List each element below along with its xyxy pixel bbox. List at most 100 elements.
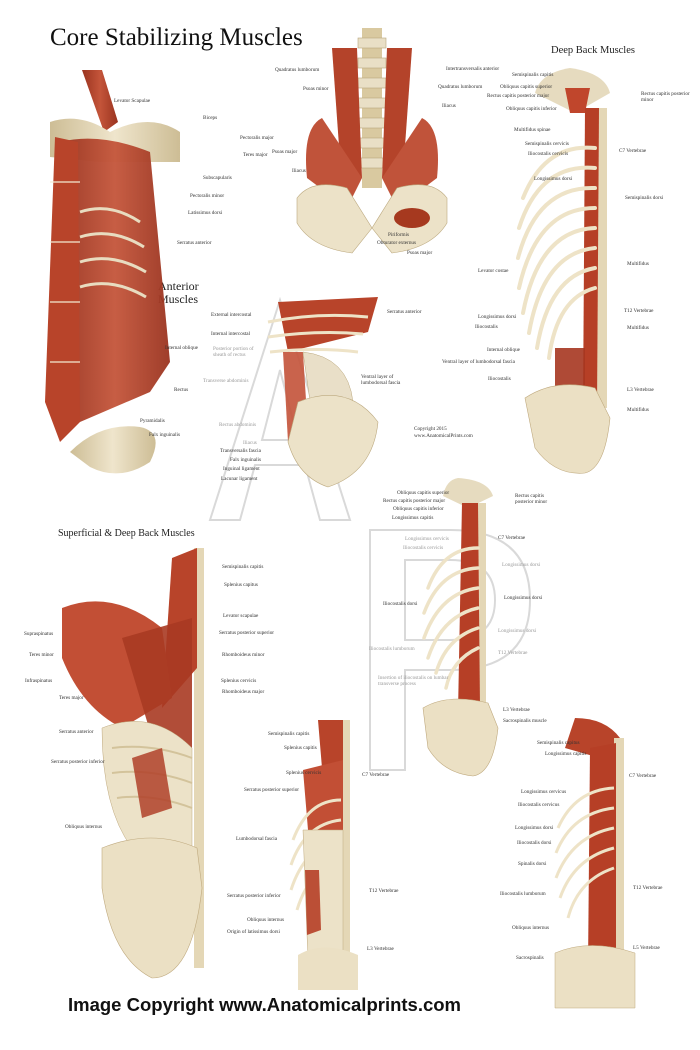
label-sacrospinalis-right: Sacrospinalis — [516, 955, 544, 961]
label-sacrospinalis-muscle: Sacrospinalis muscle — [503, 718, 547, 724]
label-splenius-cervicis-back: Splenius cervicis — [221, 678, 257, 684]
label-iliocostalis-lumborum-right: Iliocostalis lumborum — [500, 891, 546, 897]
label-c7-vertebrae-top: C7 Vertebrae — [619, 148, 647, 154]
label-longissimus-dorsi-right: Longissimus dorsi — [515, 825, 554, 831]
label-longissimus-capitis-right: Longissimus capitis — [545, 751, 587, 757]
label-obliquus-capitis-inferior-mid: Obliquus capitis inferior — [393, 506, 444, 512]
label-pyramidalis: Pyramidalis — [140, 418, 165, 424]
label-serratus-posterior-superior-low: Serratus posterior superior — [244, 787, 300, 793]
label-psoas-major-left: Psoas major — [272, 149, 298, 155]
label-iliocostalis-mid: Iliocostalis — [475, 324, 498, 330]
label-rectus-capitis-posterior-major-mid: Rectus capitis posterior major — [383, 498, 446, 504]
label-l3-vertebrae-mid: L3 Vertebrae — [503, 707, 530, 713]
label-rhomboideus-major: Rhomboideus major — [222, 689, 265, 695]
label-falx-inguinalis-lateral: Falx inguinalis — [230, 457, 261, 463]
label-iliocostalis-cervicis-mid: Iliocostalis cervicis — [403, 545, 444, 551]
label-levator-scapulae: Levator Scapulae — [114, 98, 151, 104]
label-serratus-posterior-inferior-back: Serratus posterior inferior — [51, 759, 105, 765]
label-semispinalis-cervicis: Semispinalis cervicis — [525, 141, 569, 147]
label-l5-vertebrae-right: L5 Vertebrae — [633, 945, 660, 951]
label-longissimus-dorsi-mid2: Longissimus dorsi — [504, 595, 543, 601]
label-levator-scapulae-back: Levator scapulae — [223, 613, 259, 619]
spinalis-back-figure — [554, 718, 636, 1009]
label-multifidus-1: Multifidus — [627, 261, 649, 267]
label-iliacus-right: Iliacus — [442, 103, 456, 109]
label-external-intercostal: External intercostal — [211, 312, 252, 318]
label-c7-vertebrae-right: C7 Vertebrae — [629, 773, 657, 779]
label-supraspinatus: Supraspinatus — [24, 631, 54, 637]
section-superficial-deep-back: Superficial & Deep Back Muscles — [58, 528, 195, 539]
anterior-torso-figure — [45, 70, 180, 474]
label-t12-vertebrae-top: T12 Vertebrae — [624, 308, 654, 314]
label-rectus-capitis-posterior-major-top: Rectus capitis posterior major — [487, 93, 550, 99]
section-anterior-muscles: Anterior Muscles — [158, 279, 199, 306]
label-lumbodorsal-fascia: Lumbodorsal fascia — [236, 836, 278, 842]
label-obliquus-capitis-inferior-top: Obliquus capitis inferior — [506, 106, 557, 112]
label-rectus-capitis-posterior-minor-mid: Rectus capitis posterior minor — [515, 493, 548, 505]
label-longissimus-dorsi-mid3: Longissimus dorsi — [498, 628, 537, 634]
label-obliquus-capitis-superior-mid: Obliquus capitis superior — [397, 490, 450, 496]
lumbodorsal-back-figure — [289, 720, 358, 990]
label-serratus-anterior-lateral: Serratus anterior — [387, 309, 422, 315]
label-longissimus-dorsi-mid: Longissimus dorsi — [478, 314, 517, 320]
label-teres-minor: Teres minor — [29, 652, 54, 658]
label-iliacus-lateral: Iliacus — [243, 440, 257, 446]
label-transverse-abdominis: Transverse abdominis — [203, 378, 249, 384]
label-iliocostalis-dorsi-mid: Iliocostalis dorsi — [383, 601, 418, 607]
label-iliacus-left: Iliacus — [292, 168, 306, 174]
label-l3-vertebrae-low: L3 Vertebrae — [367, 946, 394, 952]
label-psoas-major-right: Psoas major — [407, 250, 433, 256]
label-t12-vertebrae-mid: T12 Vertebrae — [498, 650, 528, 656]
label-quadratus-lumborum-right: Quadratus lumborum — [438, 84, 483, 90]
label-semispinalis-capitis-back: Semispinalis capitis — [222, 564, 264, 570]
label-ventral-lumbodorsal-fascia-lateral: Ventral layer of lumbodorsal fascia — [361, 374, 401, 386]
label-serratus-posterior-inferior-low: Serratus posterior inferior — [227, 893, 281, 899]
pelvis-psoas-figure — [296, 28, 448, 254]
label-l3-vertebrae-top: L3 Vertebrae — [627, 387, 654, 393]
label-teres-major: Teres major — [243, 152, 268, 158]
label-t12-vertebrae-right: T12 Vertebrae — [633, 885, 663, 891]
label-splenius-capitis-low: Splenius capitis — [284, 745, 317, 751]
label-serratus-posterior-superior-back: Serratus posterior superior — [219, 630, 275, 636]
label-insertion-iliocostalis: Insertion of iliocostalis on lumbar tran… — [378, 675, 449, 687]
label-internal-oblique-back: Internal oblique — [487, 347, 520, 353]
label-obliquus-internus-back: Obliquus internus — [65, 824, 103, 830]
label-semispinalis-capitus-right: Semispinalis capitus — [537, 740, 580, 746]
poster-title: Core Stabilizing Muscles — [50, 24, 303, 51]
label-c7-vertebrae-mid: C7 Vertebrae — [498, 535, 526, 541]
superficial-back-figure — [62, 548, 204, 979]
label-subscapularis: Subscapularis — [203, 175, 232, 181]
label-splenius-cervicis-low: Splenius cervicis — [286, 770, 322, 776]
label-iliocostalis-low: Iliocostalis — [488, 376, 511, 382]
label-obliquus-internus-low: Obliquus internus — [247, 917, 285, 923]
label-ventral-lumbodorsal-fascia-back: Ventral layer of lumbodorsal fascia — [442, 359, 515, 365]
label-longissimus-capitis-mid: Longissimus capitis — [392, 515, 434, 521]
label-inguinal-ligament: Inguinal ligament — [223, 466, 260, 472]
label-latissimus-dorsi: Latissimus dorsi — [188, 210, 223, 216]
label-rhomboideus-minor: Rhomboideus minor — [222, 652, 265, 658]
label-longissimus-cervicus-right: Longissimus cervicus — [521, 789, 567, 795]
label-rectus-abdominis: Rectus abdominis — [219, 422, 257, 428]
label-piriformis: Piriformis — [388, 232, 410, 238]
label-iliocostalis-dorsi-right: Iliocostalis dorsi — [517, 840, 552, 846]
label-serratus-anterior-back: Serratus anterior — [59, 729, 94, 735]
label-obturator-externus: Obturator externus — [377, 240, 417, 246]
label-splenius-capitus-back: Splenius capitus — [224, 582, 258, 588]
label-iliocostalis-lumborum-mid: Iliocostalis lumborum — [369, 646, 415, 652]
lateral-abdomen-figure — [267, 297, 379, 488]
label-quadratus-lumborum-left: Quadratus lumborum — [275, 67, 320, 73]
label-teres-major-back: Teres major — [59, 695, 84, 701]
label-transversalis-fascia: Transversalis fascia — [220, 448, 261, 454]
deep-back-figure — [516, 68, 611, 474]
label-levator-costae: Levator costae — [478, 268, 509, 274]
label-internal-intercostal: Internal intercostal — [211, 331, 251, 337]
label-rectus: Rectus — [174, 387, 189, 393]
label-longissimus-cervicis-mid: Longissimus cervicis — [405, 536, 449, 542]
label-semispinalis-capitis-low: Semispinalis capitis — [268, 731, 310, 737]
label-spinalis-dorsi-right: Spinalis dorsi — [518, 861, 547, 867]
label-c7-vertebrae-low: C7 Vertebrae — [362, 772, 390, 778]
label-semispinalis-capitis-top: Semispinalis capitis — [512, 72, 554, 78]
label-internal-oblique: Internal oblique — [165, 345, 198, 351]
section-deep-back-muscles: Deep Back Muscles — [551, 45, 635, 56]
label-semispinalis-dorsi: Semispinalis dorsi — [625, 195, 664, 201]
